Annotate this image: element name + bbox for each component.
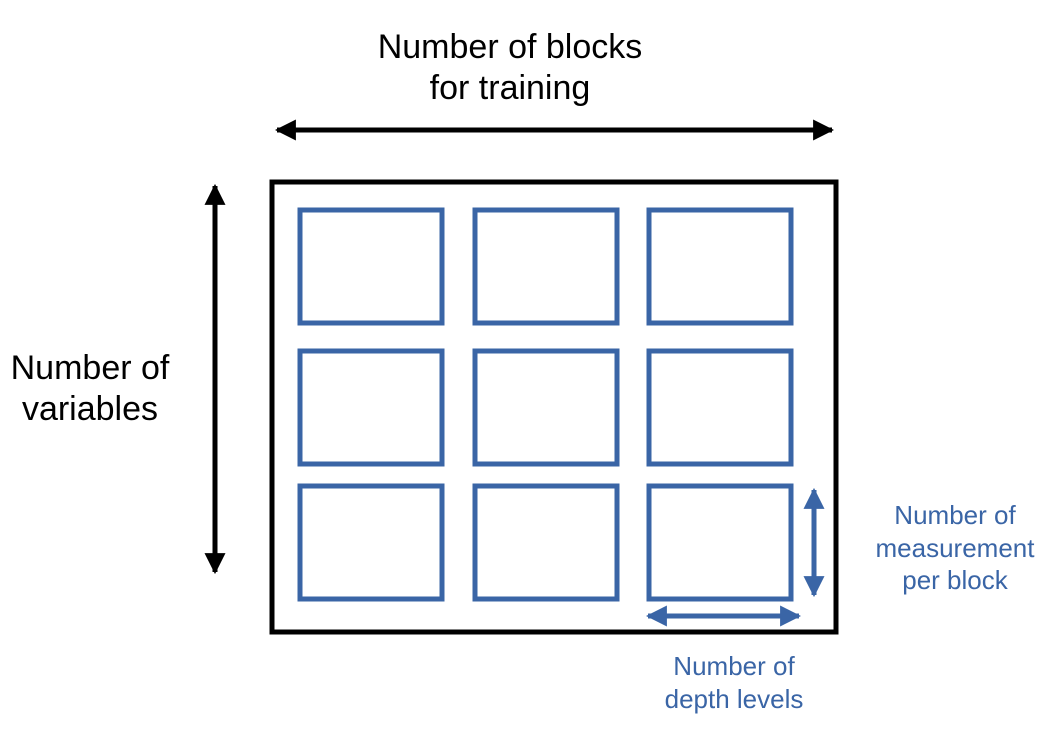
measurement-per-block-label: Number of measurement per block <box>855 499 1055 597</box>
block-r2-c3 <box>646 348 794 467</box>
blocks-for-training-line-1: Number of blocks <box>377 28 643 66</box>
block-r3-c1 <box>297 483 445 602</box>
depth-levels-line-2: depth levels <box>664 683 804 714</box>
block-grid <box>297 207 794 602</box>
depth-levels-line-1: Number of <box>673 651 795 681</box>
block-r1-c2 <box>472 207 620 326</box>
block-r3-c3 <box>646 483 794 602</box>
blocks-for-training-line-2: for training <box>429 68 591 107</box>
variables-line-2: variables <box>21 389 159 428</box>
block-r2-c1 <box>297 348 445 467</box>
measurement-line-2: measurement <box>875 532 1035 563</box>
outer-matrix-frame <box>269 179 839 635</box>
block-r3-c2 <box>472 483 620 602</box>
block-r2-c2 <box>472 348 620 467</box>
measurement-line-3: per block <box>902 565 1008 595</box>
variables-line-1: Number of <box>10 349 170 387</box>
variables-label: Number of variables <box>0 348 180 430</box>
block-r1-c3 <box>646 207 794 326</box>
measurement-line-1: Number of <box>894 500 1016 530</box>
depth-levels-label: Number of depth levels <box>634 650 834 715</box>
blocks-for-training-label: Number of blocks for training <box>310 27 710 109</box>
block-r1-c1 <box>297 207 445 326</box>
